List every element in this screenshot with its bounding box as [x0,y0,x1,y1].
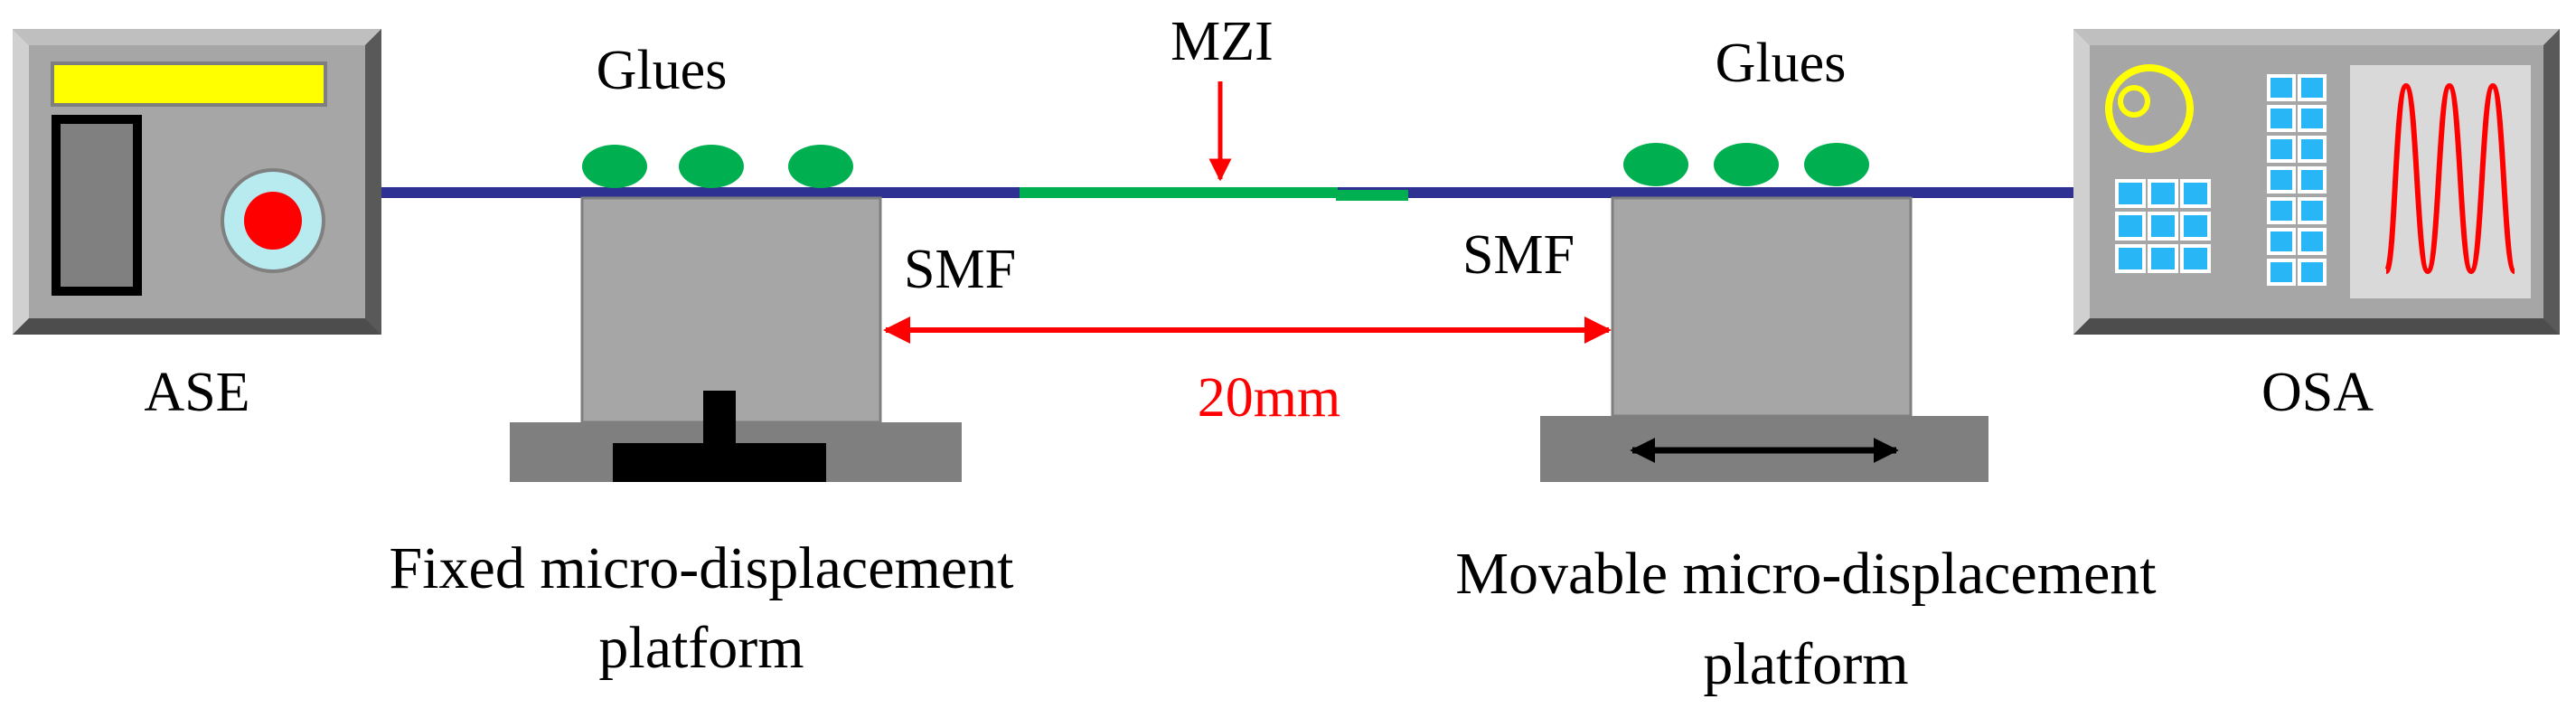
osa-dial-icon [2105,64,2194,153]
fixed-platform [510,196,962,482]
movable-platform-label-line2: platform [1703,631,1908,697]
glue-dot [679,145,744,188]
movable-platform-block [1611,196,1913,418]
glues-left [582,145,853,188]
distance-label: 20mm [1198,367,1340,429]
glue-dot [1623,143,1688,186]
fixed-platform-block [580,196,882,424]
osa-spectrum-trace-icon [2383,82,2517,275]
glue-dot [788,145,853,188]
fixed-platform-label-line2: platform [598,615,804,681]
fixed-stage-clamp-icon [613,391,826,482]
glue-dot [1714,143,1779,186]
osa-label: OSA [2261,362,2374,423]
movable-platform [1540,196,1988,482]
ase-label: ASE [144,362,249,423]
osa-analyzer-icon [2073,29,2560,335]
ase-display-icon [51,61,327,107]
mzi-label: MZI [1170,11,1274,72]
ase-panel-slot [52,115,142,296]
glues-right-label: Glues [1716,33,1847,94]
glue-dot [1804,143,1869,186]
osa-keypad-left [2115,179,2211,273]
glue-dot [582,145,647,188]
movable-platform-label-line1: Movable micro-displacement [1455,541,2156,607]
glues-left-label: Glues [597,40,728,101]
ase-power-button-icon [244,192,302,250]
fixed-platform-label-line1: Fixed micro-displacement [390,535,1014,601]
smf-left-label: SMF [904,239,1016,300]
smf-right-label: SMF [1462,224,1575,286]
osa-keypad-right [2267,74,2327,286]
glues-right [1623,143,1869,186]
ase-light-source-icon [13,29,381,335]
